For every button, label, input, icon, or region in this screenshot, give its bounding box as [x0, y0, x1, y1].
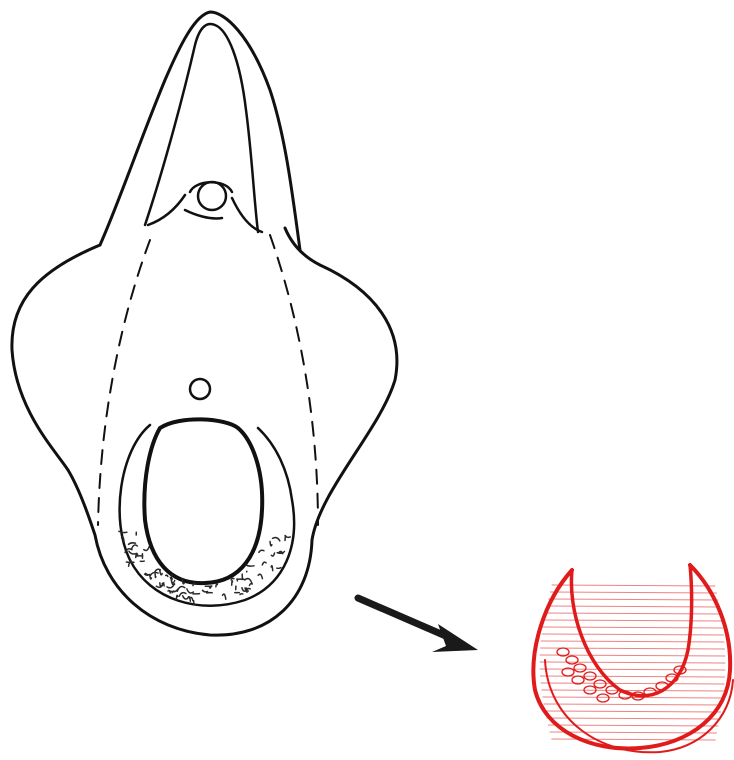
texture-mark	[262, 562, 266, 565]
texture-mark	[246, 565, 254, 566]
hatch-line	[542, 690, 724, 691]
texture-mark	[132, 545, 138, 549]
texture-mark	[193, 583, 195, 585]
texture-mark	[129, 551, 137, 554]
texture-mark	[273, 538, 280, 541]
texture-mark	[259, 550, 264, 552]
hatch-line	[545, 711, 720, 712]
main-figure	[12, 12, 397, 635]
hatch-line	[541, 683, 724, 684]
inner-groove	[145, 24, 258, 232]
cell-loop	[594, 680, 606, 688]
hatch-line	[540, 669, 725, 670]
arrow-shaft	[358, 598, 455, 640]
hatch-line	[544, 620, 721, 621]
texture-mark	[150, 572, 158, 575]
cell-loop	[597, 694, 609, 702]
pore	[190, 379, 210, 399]
outer-contour	[12, 228, 397, 635]
texture-mark	[166, 575, 168, 576]
pointer-arrow	[358, 598, 478, 652]
texture-mark	[232, 581, 233, 585]
texture-mark	[183, 596, 188, 599]
texture-mark	[216, 584, 218, 587]
ridge	[185, 210, 222, 218]
hatch-line	[541, 641, 724, 642]
texture-mark	[237, 579, 245, 580]
central-opening	[144, 419, 262, 583]
texture-mark	[155, 574, 156, 578]
texture-mark	[258, 574, 262, 578]
texture-mark	[271, 566, 273, 571]
texture-mark	[240, 594, 243, 595]
texture-mark	[194, 601, 195, 605]
upper-lobe	[100, 12, 300, 250]
texture-mark	[285, 536, 290, 538]
hatch-line	[552, 739, 715, 740]
texture-mark	[119, 531, 127, 532]
hatch-line	[544, 704, 722, 705]
dashed-line-right	[270, 235, 318, 525]
nodule-top	[198, 182, 226, 210]
texture-mark	[160, 583, 162, 587]
texture-mark	[270, 541, 272, 545]
hatch-line	[542, 634, 723, 635]
texture-mark	[249, 584, 252, 586]
texture-mark	[144, 547, 149, 551]
texture-mark	[271, 553, 274, 556]
dashed-line-left	[98, 240, 150, 525]
cell-loop	[574, 664, 586, 672]
texture-mark	[203, 590, 208, 592]
texture-mark	[242, 574, 243, 579]
texture-mark	[146, 573, 150, 574]
texture-mark	[277, 568, 281, 569]
texture-marks	[119, 531, 290, 604]
texture-mark	[223, 594, 226, 599]
detail-crescent	[533, 565, 733, 752]
arrow-head	[432, 624, 478, 652]
texture-mark	[187, 589, 194, 593]
cell-loop	[566, 656, 578, 664]
texture-mark	[231, 578, 234, 580]
hatch-line	[548, 725, 718, 726]
hatch-line	[547, 718, 719, 719]
hatch-line	[546, 613, 721, 614]
hatch-line	[543, 627, 723, 628]
texture-mark	[129, 543, 136, 545]
hatch-line	[541, 648, 725, 649]
